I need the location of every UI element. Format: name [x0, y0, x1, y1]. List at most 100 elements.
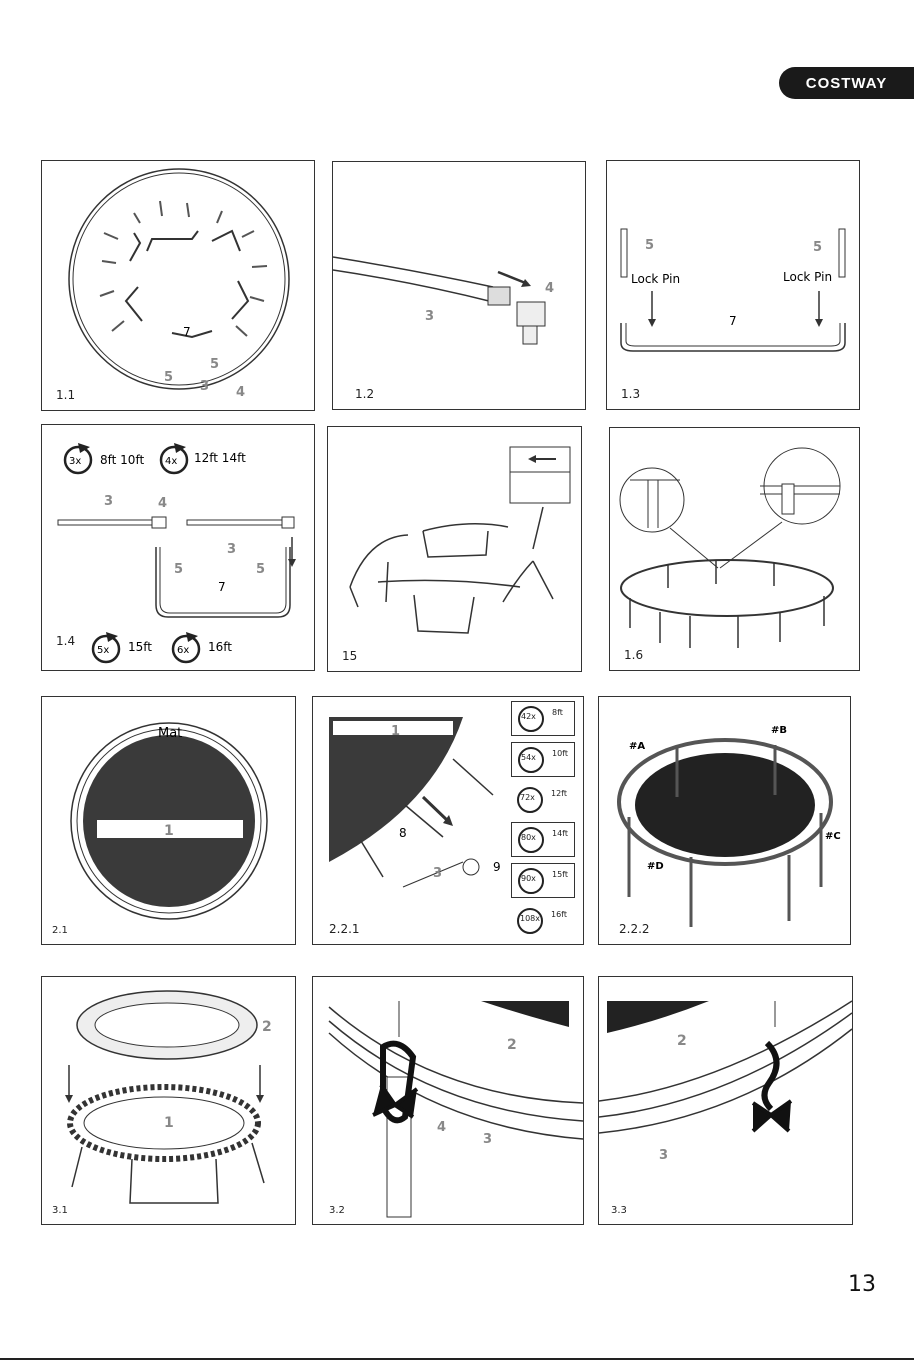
panel-caption: 1.3	[621, 387, 640, 401]
page-number: 13	[848, 1272, 876, 1297]
label-3a: 3	[104, 494, 113, 509]
point-a: #A	[629, 741, 645, 752]
panel-2-2-2: #A #B #C #D 2.2.2	[598, 696, 851, 945]
label-2: 2	[507, 1037, 517, 1053]
label-3: 3	[200, 379, 209, 394]
count-4x: 4x	[165, 456, 177, 467]
panel-caption: 1.4	[56, 634, 75, 648]
label-1: 1	[164, 823, 174, 839]
spring-count: 80x	[521, 833, 536, 842]
label-2: 2	[262, 1019, 272, 1035]
panel-caption: 3.3	[611, 1205, 627, 1216]
panel-2-1: Mat 1 2.1	[41, 696, 296, 945]
label-3: 3	[483, 1132, 492, 1147]
mat-installed-diagram: #A #B #C #D	[599, 697, 850, 944]
panel-caption: 1.6	[624, 648, 643, 662]
panel-1-6: 1.6	[609, 427, 860, 671]
label-7: 7	[218, 580, 226, 594]
panel-caption: 1.2	[355, 387, 374, 401]
label-2: 2	[677, 1033, 687, 1049]
spring-count-item: 42x 8ft	[511, 701, 575, 736]
pad-tie-diagram: 2 4 3	[313, 977, 583, 1224]
label-7: 7	[729, 314, 737, 328]
label-7: 7	[183, 325, 191, 339]
spring-count-item: 90x 15ft	[511, 863, 575, 898]
spring-count: 42x	[521, 712, 536, 721]
assembled-frame-diagram	[610, 428, 859, 670]
label-4: 4	[545, 281, 554, 296]
mat-diagram: Mat 1	[42, 697, 295, 944]
pad-tie-bow-diagram: 2 3	[599, 977, 852, 1224]
panel-caption: 2.1	[52, 925, 68, 936]
sizes-12-14: 12ft 14ft	[194, 451, 246, 465]
sizes-8-10: 8ft 10ft	[100, 453, 144, 467]
count-3x: 3x	[69, 456, 81, 467]
spring-size: 8ft	[552, 708, 563, 717]
spring-size: 14ft	[552, 829, 568, 838]
panel-caption: 2.2.1	[329, 922, 360, 936]
count-6x: 6x	[177, 645, 189, 656]
panel-1-1: 7 5 5 3 4 1.1	[41, 160, 315, 411]
panel-caption: 3.2	[329, 1205, 345, 1216]
spring-count: 54x	[521, 753, 536, 762]
bottom-rule	[0, 1358, 914, 1360]
spring-count-item: 108x 16ft	[511, 904, 575, 937]
spring-count: 108x	[520, 914, 540, 923]
panel-caption: 1.1	[56, 388, 75, 402]
label-8: 8	[399, 826, 407, 840]
label-3b: 3	[227, 542, 236, 557]
label-3: 3	[425, 309, 434, 324]
spring-count-item: 80x 14ft	[511, 822, 575, 857]
panel-3-1: 2 1 3.1	[41, 976, 296, 1225]
label-5a: 5	[210, 357, 219, 372]
label-4: 4	[236, 385, 245, 400]
panel-caption: 15	[342, 649, 357, 663]
spring-size: 10ft	[552, 749, 568, 758]
label-5a: 5	[645, 238, 654, 253]
spring-size: 12ft	[551, 789, 567, 798]
label-3: 3	[433, 866, 442, 881]
count-5x: 5x	[97, 645, 109, 656]
panel-caption: 2.2.2	[619, 922, 650, 936]
frame-ring-diagram: 7 5 5 3 4	[42, 161, 314, 410]
panel-1-3: 5 5 Lock Pin Lock Pin 7 1.3	[606, 160, 860, 410]
label-3: 3	[659, 1148, 668, 1163]
label-5b: 5	[164, 370, 173, 385]
spring-count-list: 42x 8ft 54x 10ft 72x 12ft 80x 14ft 90x 15ft 108x 16…	[511, 701, 575, 943]
spring-size: 16ft	[551, 910, 567, 919]
label-5a: 5	[174, 562, 183, 577]
label-5b: 5	[256, 562, 265, 577]
leg-assembly-diagram: 3x 8ft 10ft 4x 12ft 14ft 3 4 3 5 5 7 5x …	[42, 425, 314, 670]
panel-1-2: 3 4 1.2	[332, 161, 586, 410]
label-4: 4	[158, 496, 167, 511]
leg-lock-pin-diagram: 5 5 Lock Pin Lock Pin 7	[607, 161, 859, 409]
panel-2-2-1: 1 8 3 9 42x 8ft 54x 10ft 72x 12ft 80x 14ft 90x 15…	[312, 696, 584, 945]
spring-count-item: 72x 12ft	[511, 783, 575, 816]
point-d: #D	[647, 861, 664, 872]
panel-3-2: 2 4 3 3.2	[312, 976, 584, 1225]
size-15: 15ft	[128, 640, 152, 654]
spring-count: 90x	[521, 874, 536, 883]
panel-caption: 3.1	[52, 1205, 68, 1216]
label-9: 9	[493, 860, 501, 874]
point-b: #B	[771, 725, 787, 736]
label-1: 1	[391, 724, 400, 739]
brand-logo: COSTWAY	[779, 67, 914, 99]
spring-count-item: 54x 10ft	[511, 742, 575, 777]
lock-pin-label-left: Lock Pin	[631, 272, 680, 286]
mat-label: Mat	[158, 726, 182, 741]
panel-3-3: 2 3 3.3	[598, 976, 853, 1225]
panel-1-4: 3x 8ft 10ft 4x 12ft 14ft 3 4 3 5 5 7 5x …	[41, 424, 315, 671]
pad-placement-diagram: 2 1	[42, 977, 295, 1224]
frame-sections-diagram	[328, 427, 581, 671]
lock-pin-label-right: Lock Pin	[783, 270, 832, 284]
label-1: 1	[164, 1115, 174, 1131]
panel-1-5: 15	[327, 426, 582, 672]
tube-joint-diagram: 3 4	[333, 162, 585, 409]
label-4: 4	[437, 1120, 446, 1135]
spring-size: 15ft	[552, 870, 568, 879]
spring-count: 72x	[520, 793, 535, 802]
label-5b: 5	[813, 240, 822, 255]
size-16: 16ft	[208, 640, 232, 654]
point-c: #C	[825, 831, 841, 842]
